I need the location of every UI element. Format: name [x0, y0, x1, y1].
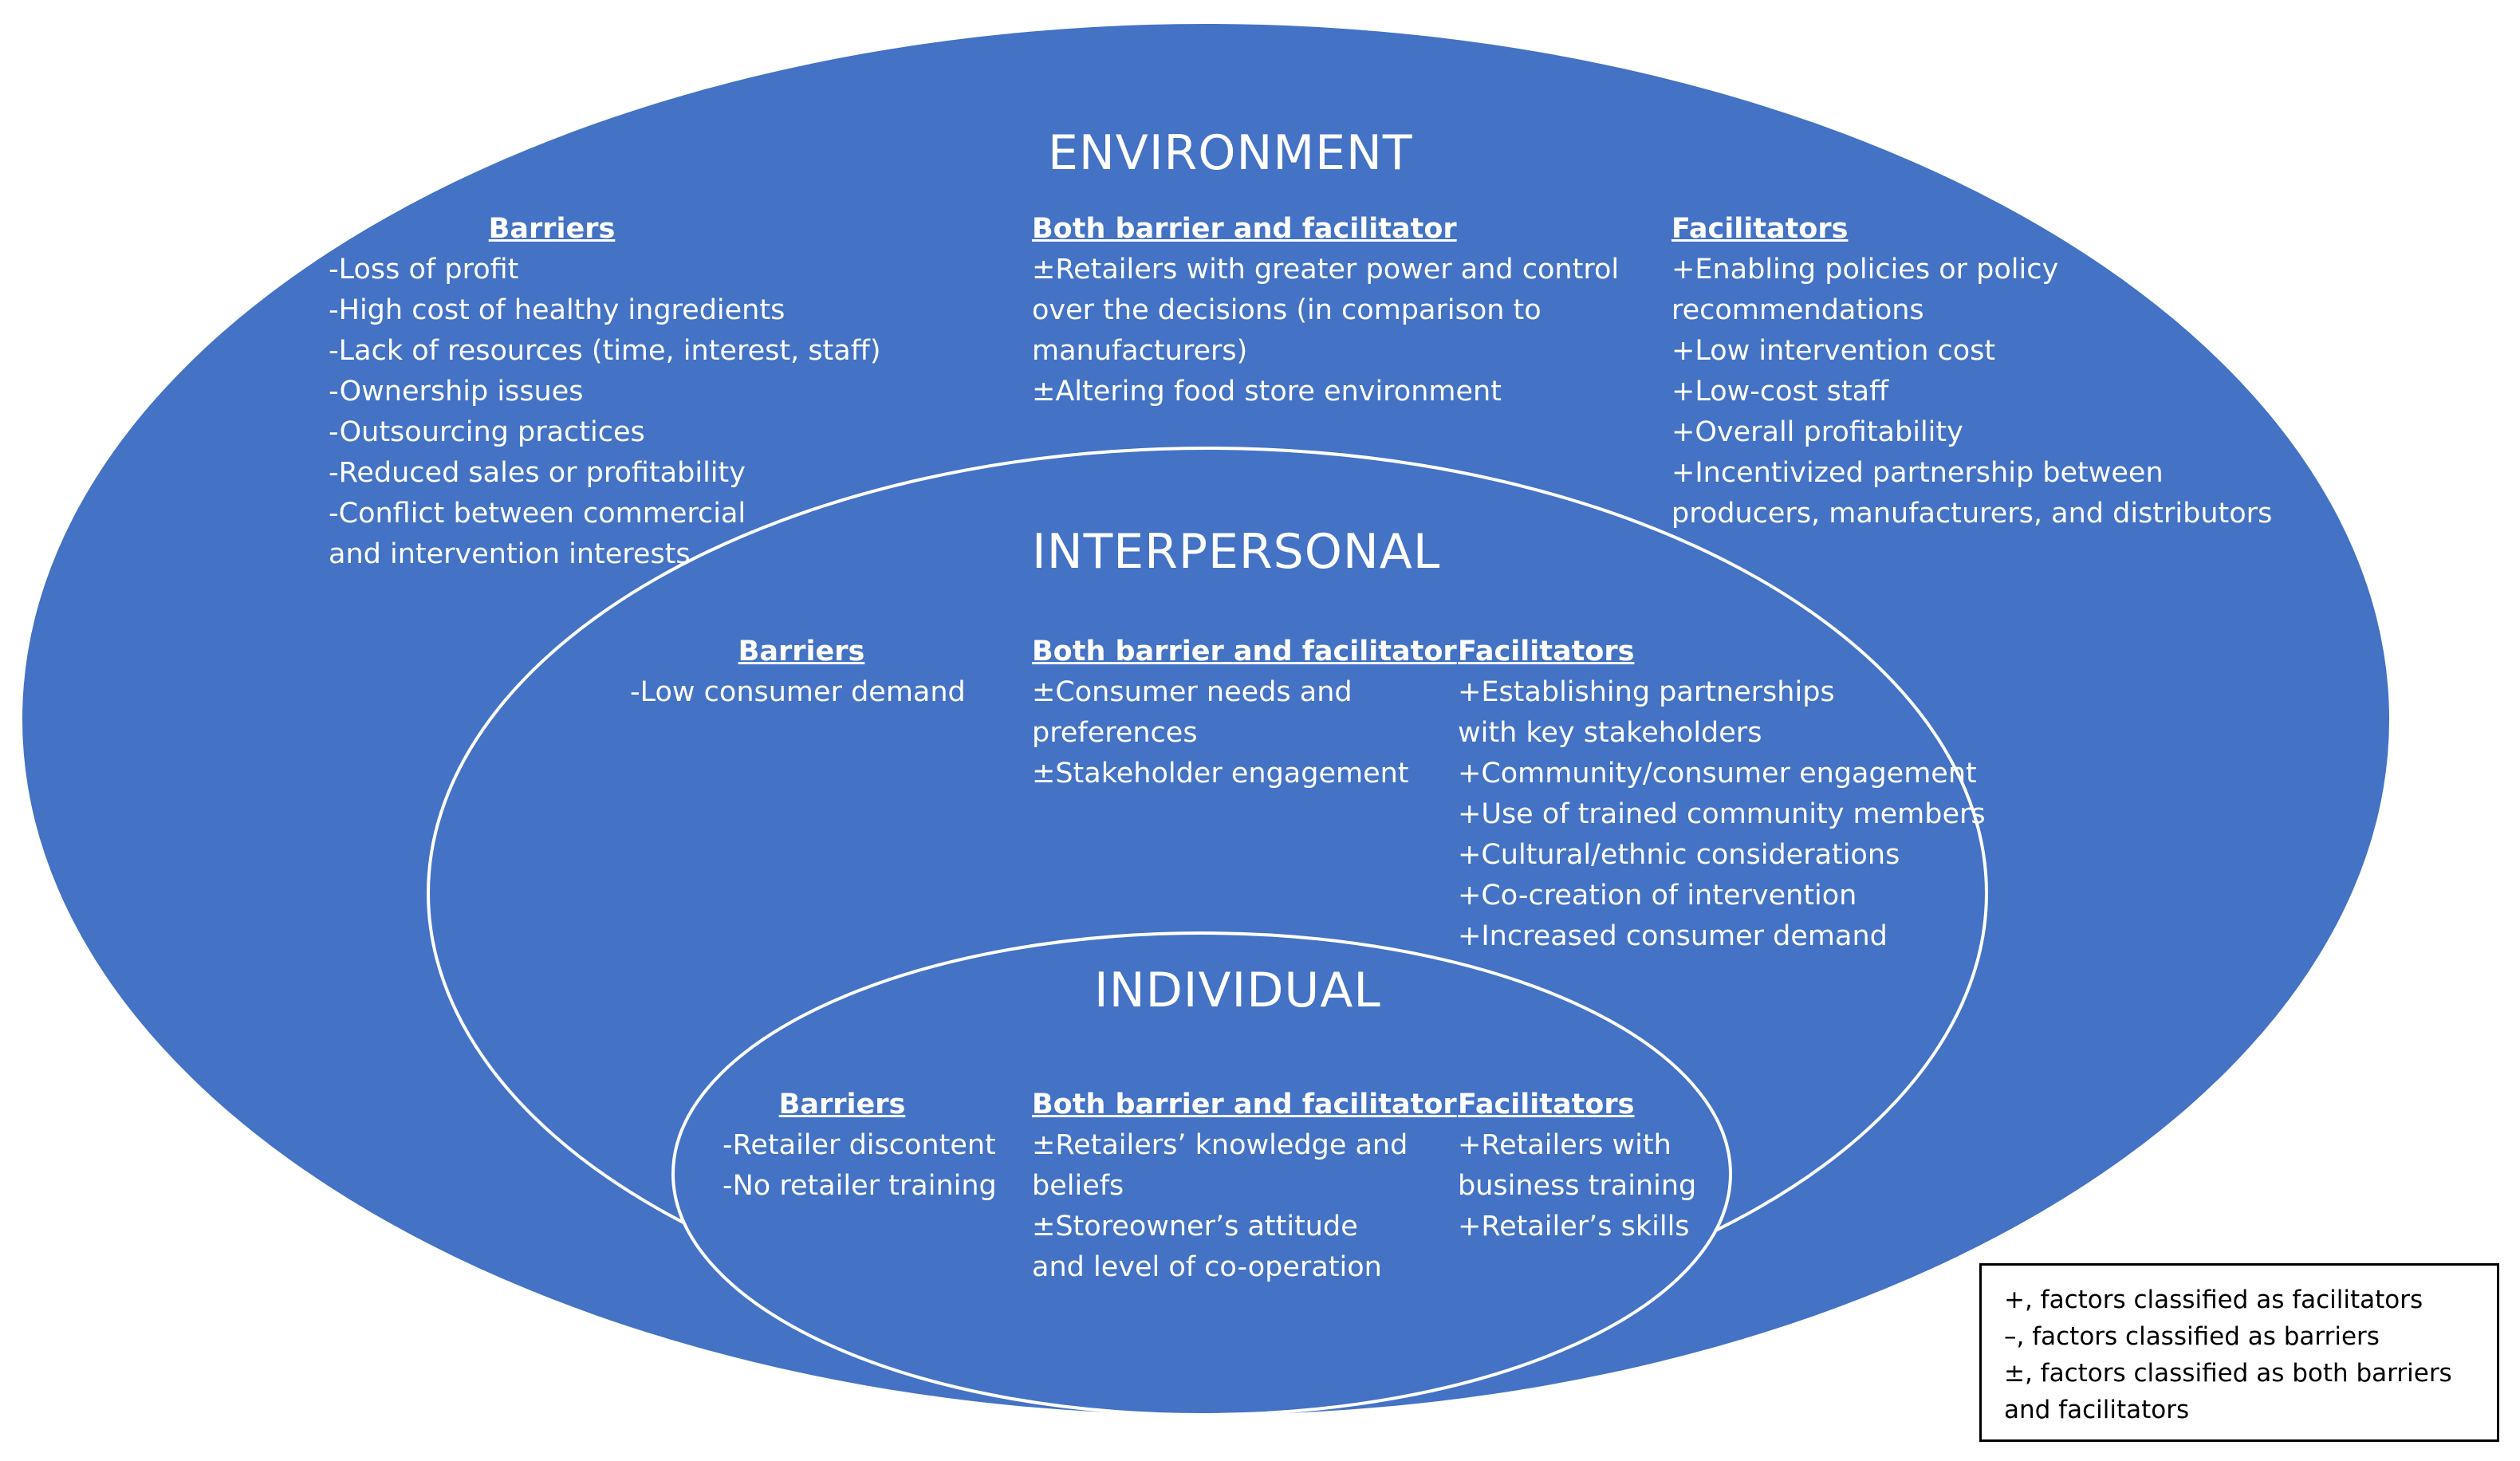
list-item: +Use of trained community members — [1458, 798, 1986, 830]
environment-both: Both barrier and facilitator ±Retailers … — [1032, 209, 1619, 412]
interpersonal-both: Both barrier and facilitator ±Consumer n… — [1032, 632, 1457, 794]
individual-facilitators-heading: Facilitators — [1458, 1089, 1635, 1120]
legend-list: +, factors classified as facilitators –,… — [2004, 1282, 2481, 1428]
individual-barriers-list: -Retailer discontent -No retailer traini… — [723, 1125, 997, 1207]
environment-facilitators: Facilitators +Enabling policies or polic… — [1671, 209, 2272, 534]
list-item: -Lack of resources (time, interest, staf… — [329, 335, 881, 367]
list-item: -Loss of profit — [329, 254, 519, 286]
list-item: ±Retailers with greater power and contro… — [1032, 254, 1620, 286]
individual-barriers: Barriers -Retailer discontent -No retail… — [723, 1085, 997, 1207]
list-item: -Outsourcing practices — [329, 416, 645, 448]
list-item: ±Consumer needs and — [1032, 676, 1353, 708]
list-item: ±Stakeholder engagement — [1032, 758, 1409, 790]
individual-facilitators-list: +Retailers with business training +Retai… — [1458, 1125, 1696, 1247]
environment-barriers-list: -Loss of profit -High cost of healthy in… — [329, 250, 881, 575]
list-item: +Low-cost staff — [1671, 376, 1889, 408]
list-item: +Incentivized partnership between — [1671, 457, 2164, 489]
list-item: -High cost of healthy ingredients — [329, 294, 786, 326]
list-item: +Retailer’s skills — [1458, 1211, 1690, 1242]
individual-title: INDIVIDUAL — [1094, 963, 1381, 1018]
list-item: +Low intervention cost — [1671, 335, 1996, 367]
individual-both-heading: Both barrier and facilitator — [1032, 1089, 1457, 1120]
interpersonal-both-heading: Both barrier and facilitator — [1032, 636, 1457, 667]
list-item: ±Retailers’ knowledge and — [1032, 1129, 1408, 1161]
interpersonal-both-list: ±Consumer needs and preferences ±Stakeho… — [1032, 672, 1457, 794]
list-item: business training — [1458, 1170, 1697, 1202]
list-item: preferences — [1032, 717, 1198, 749]
list-item: ±Altering food store environment — [1032, 376, 1502, 408]
environment-barriers: Barriers -Loss of profit -High cost of h… — [329, 209, 881, 575]
list-item: +Establishing partnerships — [1458, 676, 1835, 708]
list-item: -Ownership issues — [329, 376, 584, 408]
environment-barriers-heading: Barriers — [488, 213, 616, 245]
list-item: +Enabling policies or policy — [1671, 254, 2059, 286]
individual-ellipse — [671, 931, 1732, 1416]
list-item: +Cultural/ethnic considerations — [1458, 839, 1900, 871]
list-item: manufacturers) — [1032, 335, 1248, 367]
individual-both: Both barrier and facilitator ±Retailers’… — [1032, 1085, 1457, 1288]
legend-item: and facilitators — [2004, 1396, 2190, 1424]
list-item: ±Storeowner’s attitude — [1032, 1211, 1358, 1242]
environment-facilitators-list: +Enabling policies or policy recommendat… — [1671, 250, 2272, 534]
environment-title: ENVIRONMENT — [1048, 125, 1413, 181]
environment-both-heading: Both barrier and facilitator — [1032, 213, 1457, 245]
environment-both-list: ±Retailers with greater power and contro… — [1032, 250, 1619, 412]
list-item: and intervention interests — [329, 538, 691, 570]
list-item: -Reduced sales or profitability — [329, 457, 746, 489]
individual-facilitators: Facilitators +Retailers with business tr… — [1458, 1085, 1696, 1247]
list-item: with key stakeholders — [1458, 717, 1762, 749]
list-item: producers, manufacturers, and distributo… — [1671, 498, 2273, 530]
list-item: recommendations — [1671, 294, 1924, 326]
list-item: -Conflict between commercial — [329, 498, 746, 530]
environment-facilitators-heading: Facilitators — [1671, 213, 1849, 245]
list-item: over the decisions (in comparison to — [1032, 294, 1542, 326]
interpersonal-title: INTERPERSONAL — [1032, 524, 1441, 580]
interpersonal-barriers-heading: Barriers — [738, 636, 865, 667]
list-item: -Retailer discontent — [723, 1129, 996, 1161]
list-item: +Co-creation of intervention — [1458, 880, 1857, 912]
legend-item: +, factors classified as facilitators — [2004, 1286, 2424, 1314]
legend-box: +, factors classified as facilitators –,… — [1979, 1263, 2499, 1442]
list-item: -No retailer training — [723, 1170, 997, 1202]
list-item: -Low consumer demand — [630, 676, 966, 708]
interpersonal-barriers: Barriers -Low consumer demand — [630, 632, 973, 713]
list-item: +Increased consumer demand — [1458, 920, 1888, 952]
individual-barriers-heading: Barriers — [778, 1089, 906, 1120]
list-item: +Retailers with — [1458, 1129, 1671, 1161]
interpersonal-facilitators-list: +Establishing partnerships with key stak… — [1458, 672, 1986, 957]
list-item: beliefs — [1032, 1170, 1124, 1202]
list-item: and level of co-operation — [1032, 1251, 1382, 1283]
legend-item: –, factors classified as barriers — [2004, 1322, 2380, 1351]
legend-item: ±, factors classified as both barriers — [2004, 1359, 2452, 1388]
interpersonal-facilitators-heading: Facilitators — [1458, 636, 1635, 667]
list-item: +Community/consumer engagement — [1458, 758, 1977, 790]
individual-both-list: ±Retailers’ knowledge and beliefs ±Store… — [1032, 1125, 1457, 1288]
interpersonal-barriers-list: -Low consumer demand — [630, 672, 973, 713]
list-item: +Overall profitability — [1671, 416, 1963, 448]
interpersonal-facilitators: Facilitators +Establishing partnerships … — [1458, 632, 1986, 957]
